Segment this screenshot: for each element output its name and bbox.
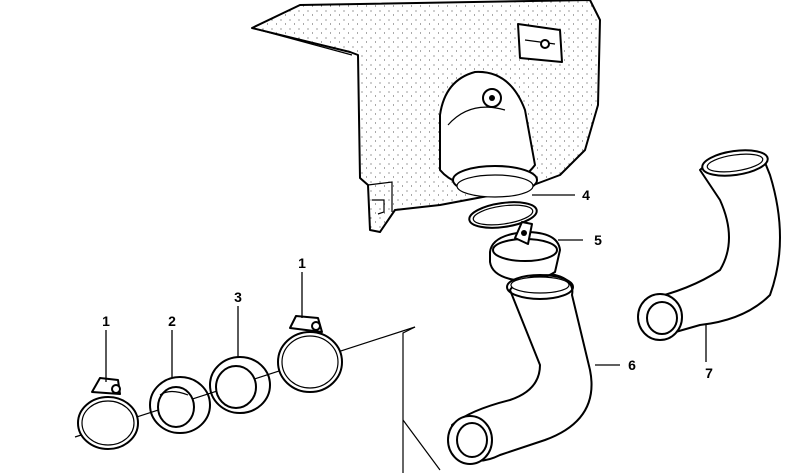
callout-label: 5 <box>594 232 602 248</box>
callout-labels: 1 2 3 1 4 5 6 7 <box>102 187 713 381</box>
assembly-axis <box>74 326 441 473</box>
callout-label: 3 <box>234 289 242 305</box>
housing-panel <box>251 0 601 233</box>
hose-elbow-installed <box>447 274 593 465</box>
callout-label: 6 <box>628 357 636 373</box>
o-ring-part <box>468 201 538 229</box>
callout-label: 2 <box>168 313 176 329</box>
hose-clamp-part <box>489 221 561 282</box>
ring-3-part <box>209 356 271 414</box>
callout-label: 1 <box>102 313 110 329</box>
hose-elbow-loose <box>637 149 781 341</box>
ring-2-part <box>149 376 211 434</box>
callout-label: 1 <box>298 255 306 271</box>
leader-lines <box>105 194 707 382</box>
callout-label: 7 <box>705 365 713 381</box>
clamp-right-part <box>277 315 343 393</box>
clamp-left-part <box>77 377 139 450</box>
callout-label: 4 <box>582 187 590 203</box>
